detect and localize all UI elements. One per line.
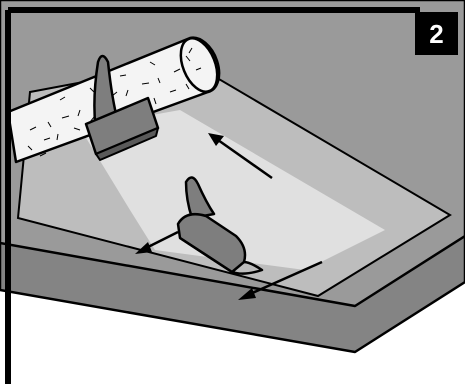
step-badge: 2	[415, 12, 458, 55]
step-number: 2	[429, 21, 443, 47]
